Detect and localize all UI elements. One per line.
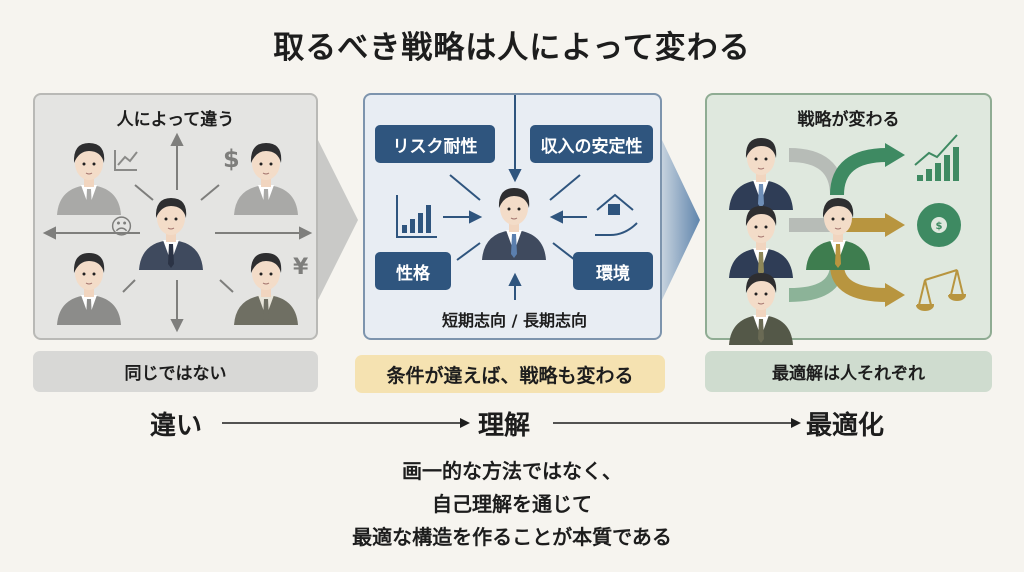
- person-icon: [230, 135, 302, 219]
- bar-chart-icon: [396, 195, 437, 238]
- chevron-right-icon: [662, 140, 700, 300]
- conclusion-text: 画一的な方法ではなく、 自己理解を通じて 最適な構造を作ることが本質である: [0, 455, 1024, 554]
- arrow-right-icon: [553, 418, 801, 428]
- panel-differences: 人によって違う $ ☹ ¥: [33, 93, 318, 340]
- scales-icon: [916, 269, 967, 311]
- time-orientation-label: 短期志向 / 長期志向: [442, 311, 587, 330]
- panel-understanding: リスク耐性 収入の安定性 性格 環境 短期志向 / 長期志向: [363, 93, 662, 340]
- line-chart-icon: [114, 150, 138, 171]
- flow-step-optimization: 最適化: [806, 411, 885, 441]
- svg-text:$: $: [936, 221, 943, 232]
- page-title: 取るべき戦略は人によって変わる: [273, 30, 751, 66]
- house-hand-icon: [595, 193, 638, 236]
- tag-environment: 環境: [573, 252, 653, 290]
- flow-step-understanding: 理解: [478, 411, 531, 441]
- person-icon: [53, 135, 125, 219]
- caption-conditions: 条件が違えば、戦略も変わる: [355, 355, 665, 393]
- arrows-diagram: [42, 132, 313, 333]
- person-icon-center: [478, 180, 550, 264]
- person-icon: [725, 198, 797, 282]
- yen-icon: ¥: [293, 255, 309, 280]
- panel-title: 人によって違う: [116, 110, 235, 130]
- person-icon-center: [802, 190, 874, 274]
- chevron-right-icon: [318, 140, 358, 300]
- tag-income-stability: 収入の安定性: [530, 125, 653, 163]
- flow-step-difference: 違い: [150, 411, 203, 441]
- conclusion-line: 自己理解を通じて: [432, 492, 592, 516]
- person-icon: [230, 245, 302, 329]
- strategy-flow-diagram: $: [788, 134, 967, 311]
- conclusion-line: 画一的な方法ではなく、: [402, 459, 622, 483]
- arrows-diagram: [396, 95, 638, 300]
- person-icon: [725, 130, 797, 214]
- sad-face-icon: ☹: [110, 215, 133, 240]
- tag-risk-tolerance: リスク耐性: [375, 125, 495, 163]
- arrow-right-icon: [222, 418, 470, 428]
- caption-optimal: 最適解は人それぞれ: [705, 351, 992, 392]
- panel-optimization: 戦略が変わる $: [705, 93, 992, 345]
- tag-personality: 性格: [375, 252, 451, 290]
- caption-not-same: 同じではない: [33, 351, 318, 392]
- person-icon: [725, 265, 797, 349]
- person-icon: [53, 245, 125, 329]
- person-icon-center: [135, 190, 207, 274]
- panel-title: 戦略が変わる: [797, 110, 900, 130]
- dollar-icon: $: [223, 145, 240, 173]
- conclusion-line: 最適な構造を作ることが本質である: [352, 525, 672, 549]
- dollar-pie-icon: $: [917, 203, 961, 247]
- growth-chart-icon: [914, 134, 959, 181]
